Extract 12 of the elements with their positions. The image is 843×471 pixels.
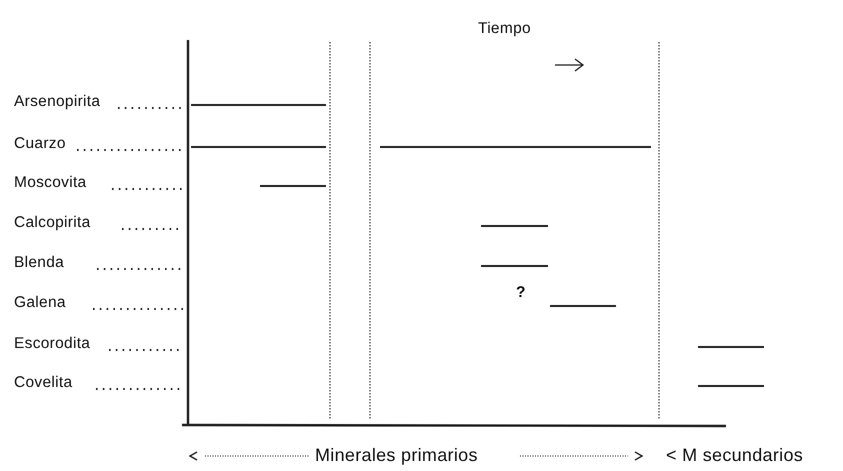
mineral-name: Blenda <box>14 254 64 272</box>
mineral-name: Galena <box>14 294 66 312</box>
mineral-name: Calcopirita <box>14 214 91 232</box>
mineral-name: Escorodita <box>14 335 90 353</box>
question-mark: ? <box>516 284 526 302</box>
phase-label: < M secundarios <box>666 446 804 464</box>
mineral-name: Cuarzo <box>14 135 66 153</box>
phase-label: Minerales primarios <box>315 446 478 464</box>
time-label: Tiempo <box>478 20 531 38</box>
mineral-name: Moscovita <box>14 174 86 192</box>
mineral-name: Covelita <box>14 374 72 392</box>
mineral-name: Arsenopirita <box>14 93 100 111</box>
